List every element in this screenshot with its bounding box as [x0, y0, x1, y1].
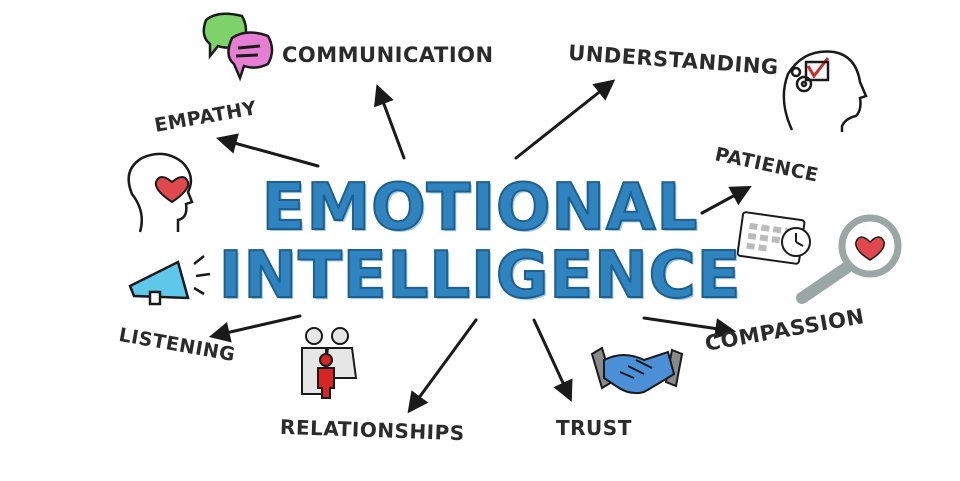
magnifier-heart-icon	[796, 214, 902, 304]
keyword-trust: TRUST	[556, 416, 632, 440]
head-with-gears-icon	[782, 50, 868, 132]
family-icon	[301, 327, 358, 399]
arrow-communication	[374, 84, 406, 160]
arrow-empathy	[215, 133, 320, 168]
keyword-relationships: RELATIONSHIPS	[279, 414, 466, 446]
title-line-emotional: EMOTIONAL	[261, 171, 699, 245]
arrow-listening	[208, 314, 302, 343]
handshake-icon	[590, 346, 684, 395]
speech-bubbles-icon	[202, 12, 274, 82]
calendar-clock-icon	[736, 211, 811, 265]
arrow-understanding	[514, 79, 616, 160]
title-line-intelligence: INTELLIGENCE	[218, 239, 742, 313]
arrow-trust	[532, 318, 573, 402]
arrow-relationships	[407, 318, 478, 414]
megaphone-icon	[128, 255, 211, 306]
arrows	[208, 79, 752, 414]
head-with-heart-icon	[127, 152, 194, 233]
arrow-compassion	[642, 316, 737, 339]
arrow-patience	[700, 185, 752, 215]
keyword-communication: COMMUNICATION	[282, 43, 494, 67]
